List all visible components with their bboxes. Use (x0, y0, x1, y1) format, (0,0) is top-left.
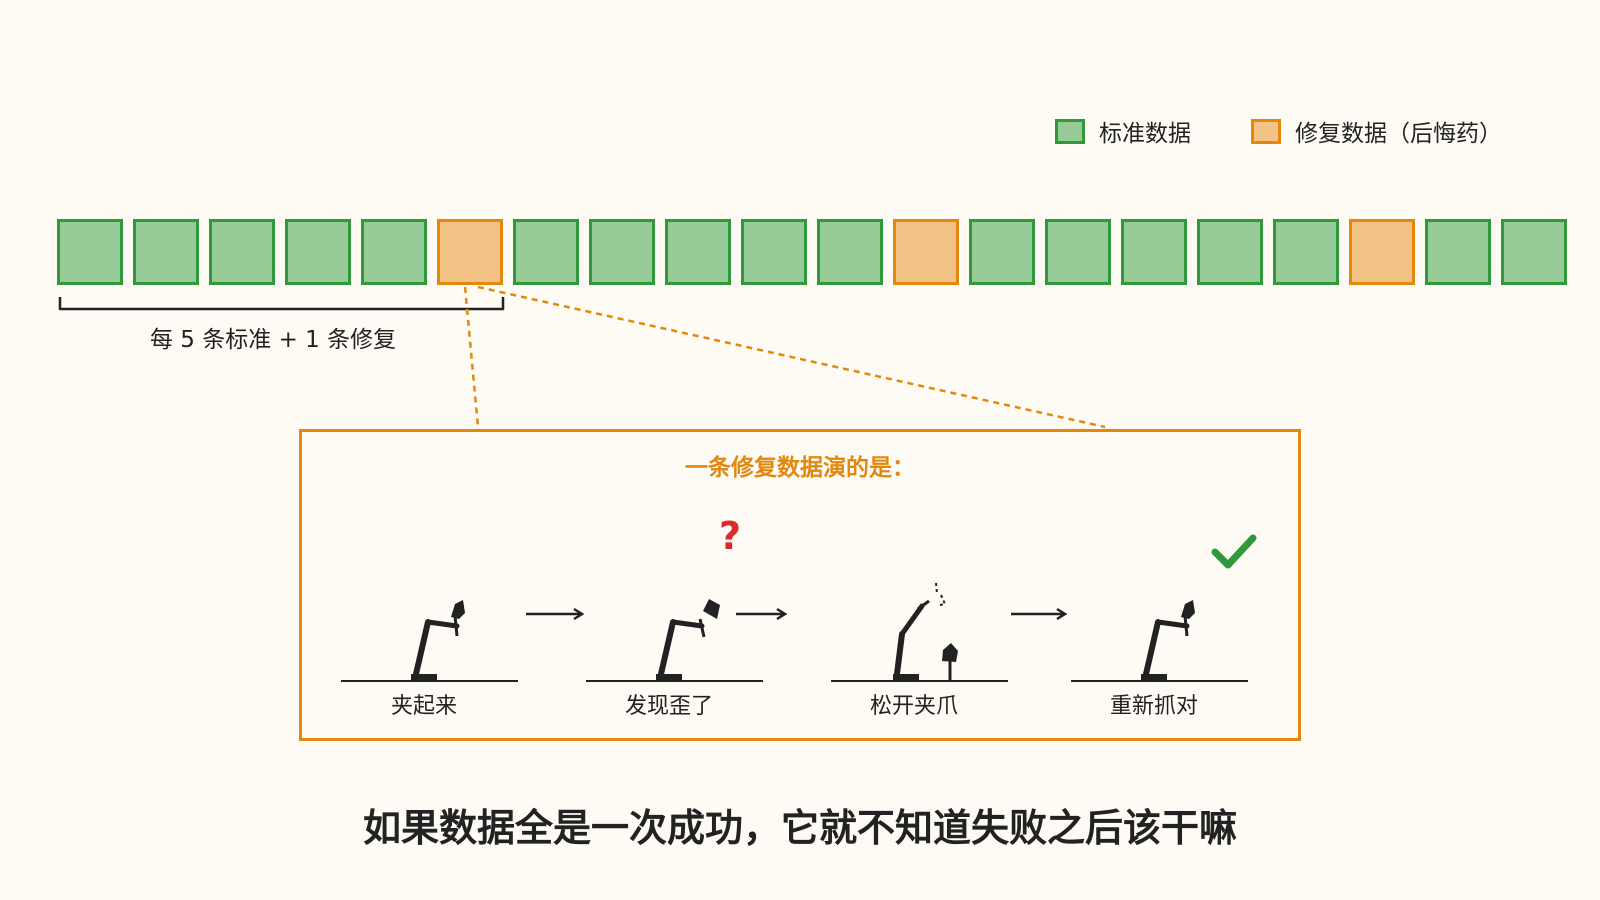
standard-data-block (285, 219, 351, 285)
standard-data-block (1501, 219, 1567, 285)
panel-title: 一条修复数据演的是： (685, 455, 915, 481)
step-label-3: 松开夹爪 (869, 694, 958, 719)
standard-data-block (513, 219, 579, 285)
standard-data-block (361, 219, 427, 285)
repair-data-block (893, 219, 959, 285)
callout-line-right (477, 285, 1106, 429)
legend-item-repair: 修复数据（后悔药） (1251, 114, 1502, 148)
legend-item-standard: 标准数据 (1055, 114, 1191, 148)
legend-swatch-repair (1251, 118, 1281, 144)
standard-data-block (57, 219, 123, 285)
standard-data-block (133, 219, 199, 285)
group-label: 每 5 条标准 + 1 条修复 (150, 327, 397, 353)
arm-regrip-icon (1071, 600, 1248, 682)
repair-demo-panel: 一条修复数据演的是： ? (299, 429, 1301, 741)
standard-data-block (1425, 219, 1491, 285)
standard-data-block (1197, 219, 1263, 285)
callout-line-left (463, 286, 480, 428)
standard-data-block (1121, 219, 1187, 285)
legend: 标准数据 修复数据（后悔药） (1055, 114, 1502, 148)
check-icon (1211, 534, 1257, 569)
data-sequence (57, 219, 1573, 287)
step-label-1: 夹起来 (390, 694, 457, 719)
arm-tilted-icon (586, 599, 788, 682)
arm-grip-icon (341, 600, 518, 682)
legend-label-standard: 标准数据 (1099, 121, 1191, 147)
conclusion-text: 如果数据全是一次成功，它就不知道失败之后该干嘛 (362, 806, 1237, 850)
panel-illustrations (341, 582, 1248, 682)
standard-data-block (817, 219, 883, 285)
standard-data-block (741, 219, 807, 285)
arrow-icon (526, 607, 585, 621)
repair-data-block (1349, 219, 1415, 285)
standard-data-block (1045, 219, 1111, 285)
step-label-4: 重新抓对 (1109, 694, 1198, 719)
arm-release-icon (831, 582, 1068, 682)
standard-data-block (969, 219, 1035, 285)
question-mark-icon: ? (719, 514, 742, 558)
legend-swatch-standard (1055, 118, 1085, 144)
standard-data-block (589, 219, 655, 285)
repair-data-block (437, 219, 503, 285)
standard-data-block (1273, 219, 1339, 285)
legend-label-repair: 修复数据（后悔药） (1295, 121, 1502, 147)
step-label-2: 发现歪了 (624, 694, 713, 719)
standard-data-block (665, 219, 731, 285)
group-bracket (58, 297, 505, 311)
standard-data-block (209, 219, 275, 285)
